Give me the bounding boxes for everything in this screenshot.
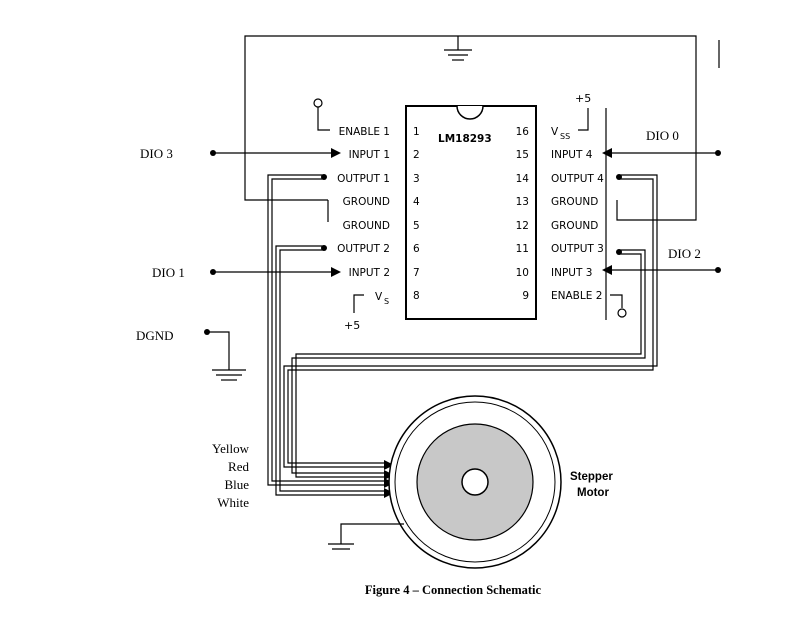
pin-label-input-1: INPUT 1 (349, 149, 390, 161)
pin-label-ground-4: GROUND (343, 196, 390, 208)
wire-label-red: Red (228, 459, 249, 474)
vs-supply: +5 (344, 294, 364, 332)
pin-label-input-3: INPUT 3 (551, 267, 592, 279)
pin-label-output-1: OUTPUT 1 (337, 173, 390, 185)
motor-label-line1: Stepper (570, 471, 613, 483)
pin-label-vss-sub: SS (560, 132, 570, 141)
dio3-line: DIO 3 (140, 146, 341, 161)
ic-chip: LM18293 (405, 105, 537, 320)
pin-num-4: 4 (413, 196, 420, 208)
vss-plus-5: +5 (575, 92, 591, 105)
enable-1-pullup (313, 98, 330, 131)
dio1-line: DIO 1 (152, 265, 341, 280)
pin-num-15: 15 (516, 149, 529, 161)
pin-label-output-3: OUTPUT 3 (551, 243, 604, 255)
right-pin-numbers: 16 15 14 13 12 11 10 9 (516, 126, 530, 302)
motor-ground (328, 523, 404, 550)
dgnd-ground: DGND (136, 328, 246, 381)
dio0-line: DIO 0 (602, 128, 721, 158)
figure-caption: Figure 4 – Connection Schematic (365, 583, 542, 597)
pin-num-12: 12 (516, 220, 529, 232)
motor-wires (267, 174, 658, 498)
pin-label-output-2: OUTPUT 2 (337, 243, 390, 255)
pin-label-vs-sub: S (384, 297, 389, 306)
left-pin-numbers: 1 2 3 4 5 6 7 8 (413, 126, 420, 302)
pin-num-3: 3 (413, 173, 420, 185)
pin-label-input-4: INPUT 4 (551, 149, 593, 161)
pin-label-input-2: INPUT 2 (349, 267, 390, 279)
pin-num-8: 8 (413, 290, 420, 302)
pin-num-1: 1 (413, 126, 420, 138)
pin-label-enable-1: ENABLE 1 (339, 126, 390, 138)
dgnd-label: DGND (136, 328, 174, 343)
dio2-line: DIO 2 (602, 246, 721, 275)
pin-num-9: 9 (522, 290, 529, 302)
stepper-motor: Stepper Motor (388, 395, 613, 569)
pin-label-vss: V (551, 126, 559, 138)
chip-name: LM18293 (438, 133, 492, 145)
motor-label-line2: Motor (577, 487, 609, 499)
vs-plus-5: +5 (344, 319, 360, 332)
pin-num-14: 14 (516, 173, 530, 185)
pin-label-ground-12: GROUND (551, 220, 598, 232)
pin-label-ground-5: GROUND (343, 220, 390, 232)
pin-label-output-4: OUTPUT 4 (551, 173, 604, 185)
wire-label-blue: Blue (224, 477, 249, 492)
top-ground-loop (244, 35, 697, 222)
dio2-label: DIO 2 (668, 246, 701, 261)
wire-color-labels: Yellow Red Blue White (212, 441, 250, 510)
pin-num-13: 13 (516, 196, 529, 208)
pin-num-5: 5 (413, 220, 420, 232)
pin-num-2: 2 (413, 149, 420, 161)
dio0-label: DIO 0 (646, 128, 679, 143)
enable-2-pullup (610, 294, 627, 318)
left-pin-labels: ENABLE 1 INPUT 1 OUTPUT 1 GROUND GROUND … (337, 126, 390, 306)
pin-label-vs: V (375, 291, 383, 303)
pin-num-11: 11 (516, 243, 529, 255)
right-pin-labels: V SS INPUT 4 OUTPUT 4 GROUND GROUND OUTP… (551, 126, 604, 302)
pin-num-7: 7 (413, 267, 420, 279)
pin-num-6: 6 (413, 243, 420, 255)
dio3-label: DIO 3 (140, 146, 173, 161)
pin-num-10: 10 (516, 267, 529, 279)
pin-label-enable-2: ENABLE 2 (551, 290, 602, 302)
wire-label-white: White (217, 495, 249, 510)
dio1-label: DIO 1 (152, 265, 185, 280)
wire-label-yellow: Yellow (212, 441, 250, 456)
pin-label-ground-13: GROUND (551, 196, 598, 208)
vss-supply: +5 (575, 92, 591, 131)
pin-num-16: 16 (516, 126, 530, 138)
